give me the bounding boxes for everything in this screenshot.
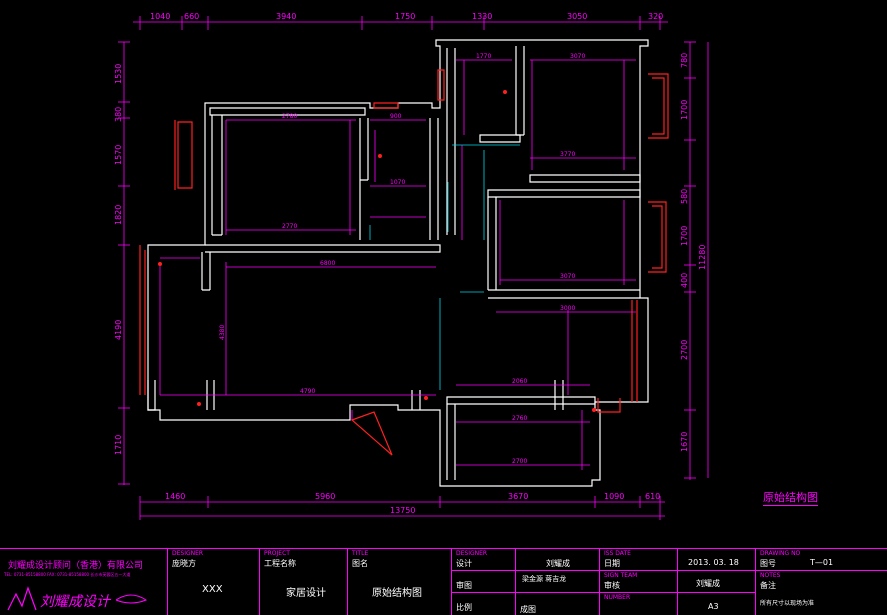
top-dim-3: 3940 (276, 12, 296, 21)
company-cell: 刘耀成设计顾问（香港）有限公司 TEL: 0731-85158800 FAX: … (0, 548, 168, 615)
walls (147, 39, 649, 487)
design-names-cell: 刘耀成 梁金源 蒋吉龙 成图 (516, 548, 600, 615)
review-header: SIGN TEAM (604, 572, 638, 579)
left-dim-5: 4190 (114, 320, 123, 340)
svg-text:刘耀成设计: 刘耀成设计 (40, 594, 112, 610)
project-subtitle: 家居设计 (286, 588, 326, 599)
drawing-no: T—01 (810, 558, 834, 567)
final-label: 成图 (520, 605, 536, 614)
room-dim-r15: 3070 (560, 273, 575, 280)
bottom-dimension-chain: 1460 5960 3670 1090 610 13750 (139, 492, 665, 520)
left-dim-3: 1570 (114, 145, 123, 165)
check-label: 审图 (456, 581, 472, 590)
left-dim-6: 1710 (114, 435, 123, 455)
left-dim-4: 1820 (114, 205, 123, 225)
company-contact: TEL: 0731-85158800 FAX: 0731-85158800 长沙… (4, 572, 131, 577)
date-values-cell: 2013. 03. 18 刘耀成 A3 (678, 548, 756, 615)
date-value: 2013. 03. 18 (688, 558, 739, 567)
right-dim-5: 400 (680, 273, 689, 288)
right-dim-7: 1670 (680, 432, 689, 452)
project-label: 工程名称 (264, 559, 296, 568)
entrance-door (350, 410, 393, 456)
date-header: ISS DATE (604, 550, 631, 557)
designer-cell: DESIGNER 庞晓方 XXX (168, 548, 260, 615)
project-header: PROJECT (264, 550, 290, 557)
room-dim-r14: 4380 (219, 325, 226, 340)
right-dim-2: 1700 (680, 100, 689, 120)
bottom-dim-5: 610 (645, 492, 660, 501)
scale-label: 比例 (456, 603, 472, 612)
room-dim-r2: 3070 (570, 53, 585, 60)
room-dim-r8: 4790 (300, 388, 315, 395)
design-label: 设计 (456, 559, 472, 568)
designer-name: 庞晓方 (172, 559, 196, 568)
top-dim-4: 1750 (395, 12, 415, 21)
drawing-name: 原始结构图 (372, 588, 422, 599)
room-dim-r5: 2780 (282, 113, 297, 120)
notes-header: NOTES (760, 572, 781, 579)
top-dim-7: 320 (648, 12, 663, 21)
company-logo: 刘耀成设计 (7, 586, 148, 611)
top-dimension-chain: 1040 660 3940 1750 1330 3050 320 (133, 12, 668, 30)
room-dim-r11: 2700 (512, 458, 527, 465)
title-label: 图名 (352, 559, 368, 568)
room-dim-r1: 1770 (476, 53, 491, 60)
right-dim-3: 580 (680, 189, 689, 204)
left-dim-2: 380 (114, 107, 123, 122)
project-code: XXX (202, 584, 223, 595)
design-name: 刘耀成 (546, 559, 570, 568)
design-header: DESIGNER (456, 550, 488, 557)
room-dim-r13: 2760 (512, 415, 527, 422)
bottom-total-dim: 13750 (390, 506, 415, 515)
company-name: 刘耀成设计顾问（香港）有限公司 (8, 561, 144, 571)
right-dim-1: 780 (680, 53, 689, 68)
bottom-dim-4: 1090 (604, 492, 624, 501)
room-dim-r6: 3770 (560, 151, 575, 158)
room-dim-r10: 3000 (560, 305, 575, 312)
notes-label: 备注 (760, 581, 776, 590)
left-dimension-chain: 1530 380 1570 1820 4190 1710 (114, 41, 130, 485)
size-header: NUMBER (604, 594, 631, 601)
room-dim-r12: 2060 (512, 378, 527, 385)
review-name: 刘耀成 (696, 579, 720, 588)
windows (139, 69, 669, 413)
right-dimension-chain: 780 1700 580 1700 400 2700 1670 11280 (680, 41, 709, 480)
floor-plan-drawing: 1040 660 3940 1750 1330 3050 320 1460 59… (114, 12, 709, 520)
title-cell: TITLE 图名 原始结构图 (348, 548, 452, 615)
left-dim-1: 1530 (114, 64, 123, 84)
top-dim-1: 1040 (150, 12, 170, 21)
date-labels-cell: ISS DATE 日期 SIGN TEAM 审核 NUMBER (600, 548, 678, 615)
room-dim-r9: 6800 (320, 260, 335, 267)
right-total-dim: 11280 (698, 245, 707, 270)
bottom-dim-1: 1460 (165, 492, 185, 501)
drawing-no-cell: DRAWING NO 图号 T—01 NOTES 备注 所有尺寸以现场为准 (756, 548, 887, 615)
drawing-no-header: DRAWING NO (760, 550, 801, 557)
check-names: 梁金源 蒋吉龙 (522, 575, 567, 583)
markers (158, 90, 596, 412)
room-dimensions: 2780 2770 6800 4790 1770 3070 3770 3070 … (159, 53, 636, 470)
drawing-title-label: 原始结构图 (763, 491, 818, 506)
top-dim-5: 1330 (472, 12, 492, 21)
bottom-dim-2: 5960 (315, 492, 335, 501)
design-labels-cell: DESIGNER 设计 审图 比例 (452, 548, 516, 615)
right-dim-4: 1700 (680, 226, 689, 246)
room-dim-r7: 2770 (282, 223, 297, 230)
title-header: TITLE (352, 550, 369, 557)
room-dim-r3: 1070 (390, 179, 405, 186)
designer-header: DESIGNER (172, 550, 204, 557)
room-dim-r4: 900 (390, 113, 402, 120)
top-dim-2: 660 (184, 12, 199, 21)
top-dim-6: 3050 (567, 12, 587, 21)
notes-text: 所有尺寸以现场为准 (760, 600, 815, 607)
paper-size: A3 (708, 602, 719, 611)
right-dim-6: 2700 (680, 340, 689, 360)
aux-lines (369, 144, 520, 390)
drawing-no-label: 图号 (760, 559, 776, 568)
bottom-dim-3: 3670 (508, 492, 528, 501)
date-label: 日期 (604, 559, 620, 568)
project-cell: PROJECT 工程名称 家居设计 (260, 548, 348, 615)
review-label: 审核 (604, 581, 620, 590)
title-block: 刘耀成设计顾问（香港）有限公司 TEL: 0731-85158800 FAX: … (0, 548, 887, 615)
